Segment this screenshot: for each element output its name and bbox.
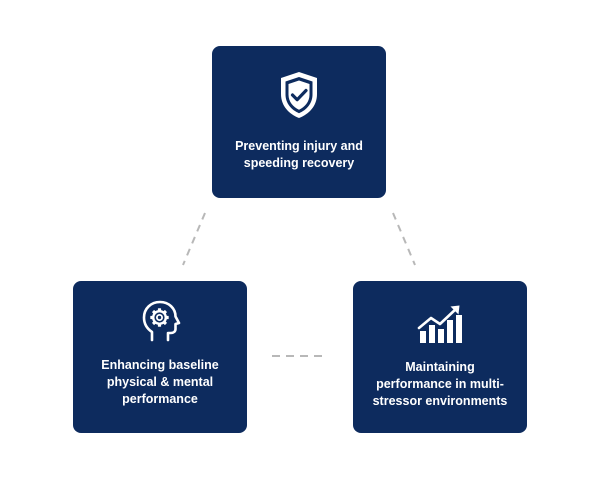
label-line: Preventing injury and xyxy=(235,139,363,153)
label-line: performance xyxy=(122,392,198,406)
connector-top-right xyxy=(392,212,416,266)
head-gear-icon xyxy=(142,300,181,342)
node-enhancing-baseline: Enhancing baseline physical & mental per… xyxy=(73,281,247,433)
node-label: Preventing injury and speeding recovery xyxy=(225,138,373,172)
label-line: stressor environments xyxy=(372,394,508,408)
label-line: physical & mental xyxy=(106,375,214,389)
label-line: Enhancing baseline xyxy=(101,358,219,372)
node-maintaining-performance: Maintaining performance in multi- stress… xyxy=(353,281,527,433)
rising-bar-chart-icon xyxy=(417,305,462,343)
label-line: Maintaining xyxy=(405,360,475,374)
node-label: Maintaining performance in multi- stress… xyxy=(363,359,518,410)
connector-top-left xyxy=(182,212,206,266)
node-preventing-injury: Preventing injury and speeding recovery xyxy=(212,46,386,198)
node-label: Enhancing baseline physical & mental per… xyxy=(91,357,228,408)
shield-check-icon xyxy=(281,72,317,118)
label-line: performance in multi- xyxy=(376,377,504,391)
label-line: speeding recovery xyxy=(243,156,355,170)
